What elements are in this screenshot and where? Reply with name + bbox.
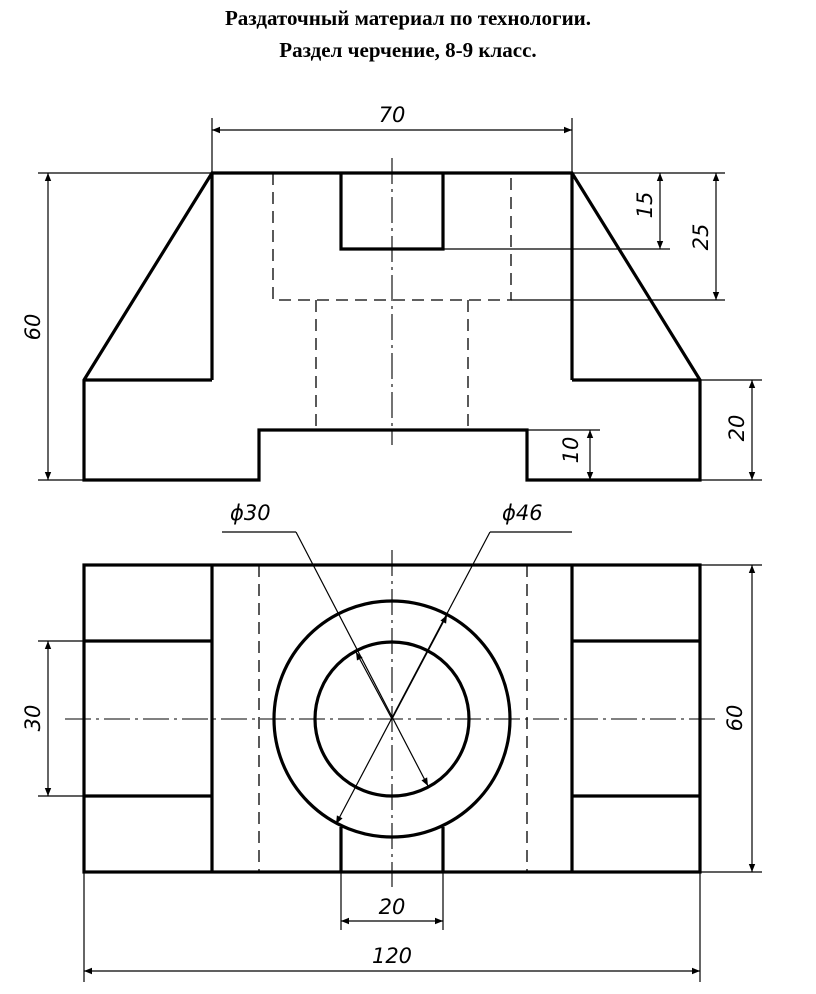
dim-d46-label: ϕ46: [502, 501, 543, 525]
dim-30-label: 30: [21, 705, 45, 732]
dim-60h-label: 60: [21, 314, 45, 341]
dim-d46-leader: [335, 531, 491, 825]
dim-20-label: 20: [725, 415, 749, 442]
dim-10-label: 10: [559, 437, 583, 464]
dim-20w-label: 20: [379, 895, 406, 919]
top-view: [65, 550, 719, 887]
dim-d30-leader-back: [355, 651, 393, 720]
dim-d46-leader-back: [391, 614, 448, 720]
dim-d30-label: ϕ30: [230, 501, 271, 525]
top-dimensions: ϕ30 ϕ46 30 60 20 120: [21, 501, 762, 982]
dim-15-label: 15: [633, 192, 657, 219]
dim-d30-leader: [295, 531, 429, 787]
dim-70-label: 70: [379, 103, 406, 127]
dim-120-label: 120: [372, 944, 412, 968]
front-view: [82, 158, 702, 482]
dim-60d-label: 60: [723, 705, 747, 732]
dim-25-label: 25: [689, 224, 713, 251]
front-dimensions: 70 60 15 25 20 10: [21, 103, 762, 481]
page-title-line-2: Раздел черчение, 8-9 класс.: [279, 38, 537, 62]
top-slot-edges: [339, 827, 445, 872]
page-title-line-1: Раздаточный материал по технологии.: [224, 6, 592, 30]
front-hidden-counterbore: [272, 173, 512, 301]
